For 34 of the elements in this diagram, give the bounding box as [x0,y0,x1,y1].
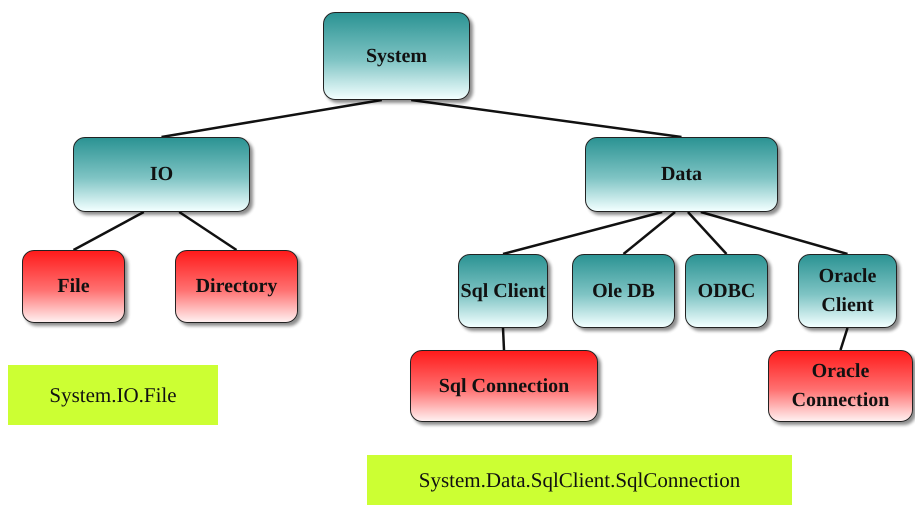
node-label: System [366,44,428,68]
namespace-box [585,137,778,212]
namespace-path-label: System.IO.File [8,365,218,425]
node-label: File [57,274,90,299]
node-label: Directory [196,274,278,299]
node-label: Ole DB [592,278,655,304]
connector-line [687,211,728,255]
connector-line [622,211,676,255]
node-label: ODBC [698,278,756,304]
connector-line [178,210,238,252]
class-box [768,350,913,422]
namespace-path-label: System.Data.SqlClient.SqlConnection [367,455,792,505]
class-box [175,250,298,323]
node-label: Oracle Connection [790,359,890,413]
connector-line [502,328,506,350]
namespace-box [73,137,250,212]
connector-line [72,210,144,252]
node-label: IO [150,162,174,187]
namespace-box [323,12,470,100]
class-box [22,250,125,323]
connector-line [502,210,663,256]
node-label: Data [660,162,702,187]
node-label: Sql Client [460,278,546,304]
node-label: Oracle Client [818,264,878,318]
namespace-box [798,254,897,328]
connector-line [411,98,682,138]
connector-line [161,98,382,138]
connector-line [839,328,849,350]
connector-line [700,210,848,256]
namespace-box [458,254,548,328]
namespace-box [572,254,675,328]
namespace-box [685,254,768,328]
node-label: Sql Connection [438,374,570,398]
class-box [410,350,598,422]
